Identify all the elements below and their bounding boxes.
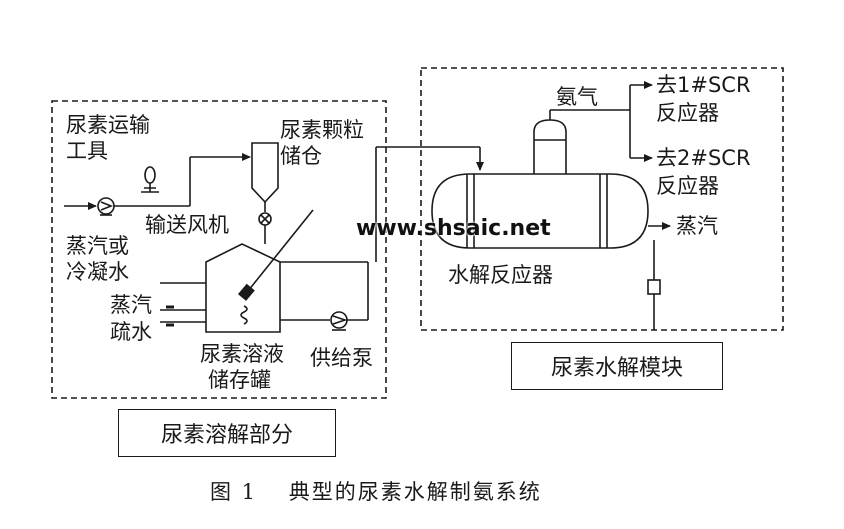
silo-valve-icon bbox=[258, 212, 272, 226]
granule-silo-label-line2: 储仓 bbox=[280, 144, 322, 168]
to-scr2-label-line2: 反应器 bbox=[656, 174, 719, 198]
heating-coil-icon bbox=[240, 305, 248, 325]
hydrolysis-reactor-shape bbox=[431, 173, 649, 249]
granule-silo-shape bbox=[251, 142, 279, 204]
steam-or-condensate-label-line2: 冷凝水 bbox=[66, 260, 129, 284]
ammonia-label: 氨气 bbox=[556, 85, 598, 109]
blower-icon bbox=[141, 166, 159, 193]
steam-label: 蒸汽 bbox=[110, 293, 152, 317]
granule-silo-label-line1: 尿素颗粒 bbox=[280, 118, 364, 142]
transport-pump-icon bbox=[97, 197, 115, 216]
figure-caption: 图 1 典型的尿素水解制氨系统 bbox=[210, 480, 542, 504]
blower-label: 输送风机 bbox=[145, 213, 229, 237]
transport-tool-label-line1: 尿素运输 bbox=[66, 113, 150, 137]
solution-tank-shape bbox=[205, 243, 281, 333]
to-scr1-label-line2: 反应器 bbox=[656, 101, 719, 125]
steam-out-label: 蒸汽 bbox=[676, 214, 718, 238]
steam-or-condensate-label-line1: 蒸汽或 bbox=[66, 234, 129, 258]
hydrolysis-module-boundary bbox=[420, 67, 784, 331]
dissolution-section-title: 尿素溶解部分 bbox=[118, 409, 336, 457]
reactor-dome-shape bbox=[533, 119, 567, 174]
drain-label: 疏水 bbox=[110, 320, 152, 344]
dissolution-section-boundary bbox=[51, 100, 387, 399]
level-gauge-icon bbox=[647, 279, 661, 295]
solution-tank-label-line1: 尿素溶液 bbox=[200, 342, 284, 366]
reactor-label: 水解反应器 bbox=[448, 263, 553, 287]
watermark: www.shsaic.net bbox=[356, 216, 551, 241]
hydrolysis-module-title: 尿素水解模块 bbox=[511, 342, 723, 390]
feed-pump-icon bbox=[330, 311, 348, 331]
to-scr2-label-line1: 去2#SCR bbox=[656, 146, 751, 170]
feed-pump-label: 供给泵 bbox=[310, 346, 373, 370]
to-scr1-label-line1: 去1#SCR bbox=[656, 73, 751, 97]
transport-tool-label-line2: 工具 bbox=[66, 139, 108, 163]
solution-tank-label-line2: 储存罐 bbox=[208, 368, 271, 392]
